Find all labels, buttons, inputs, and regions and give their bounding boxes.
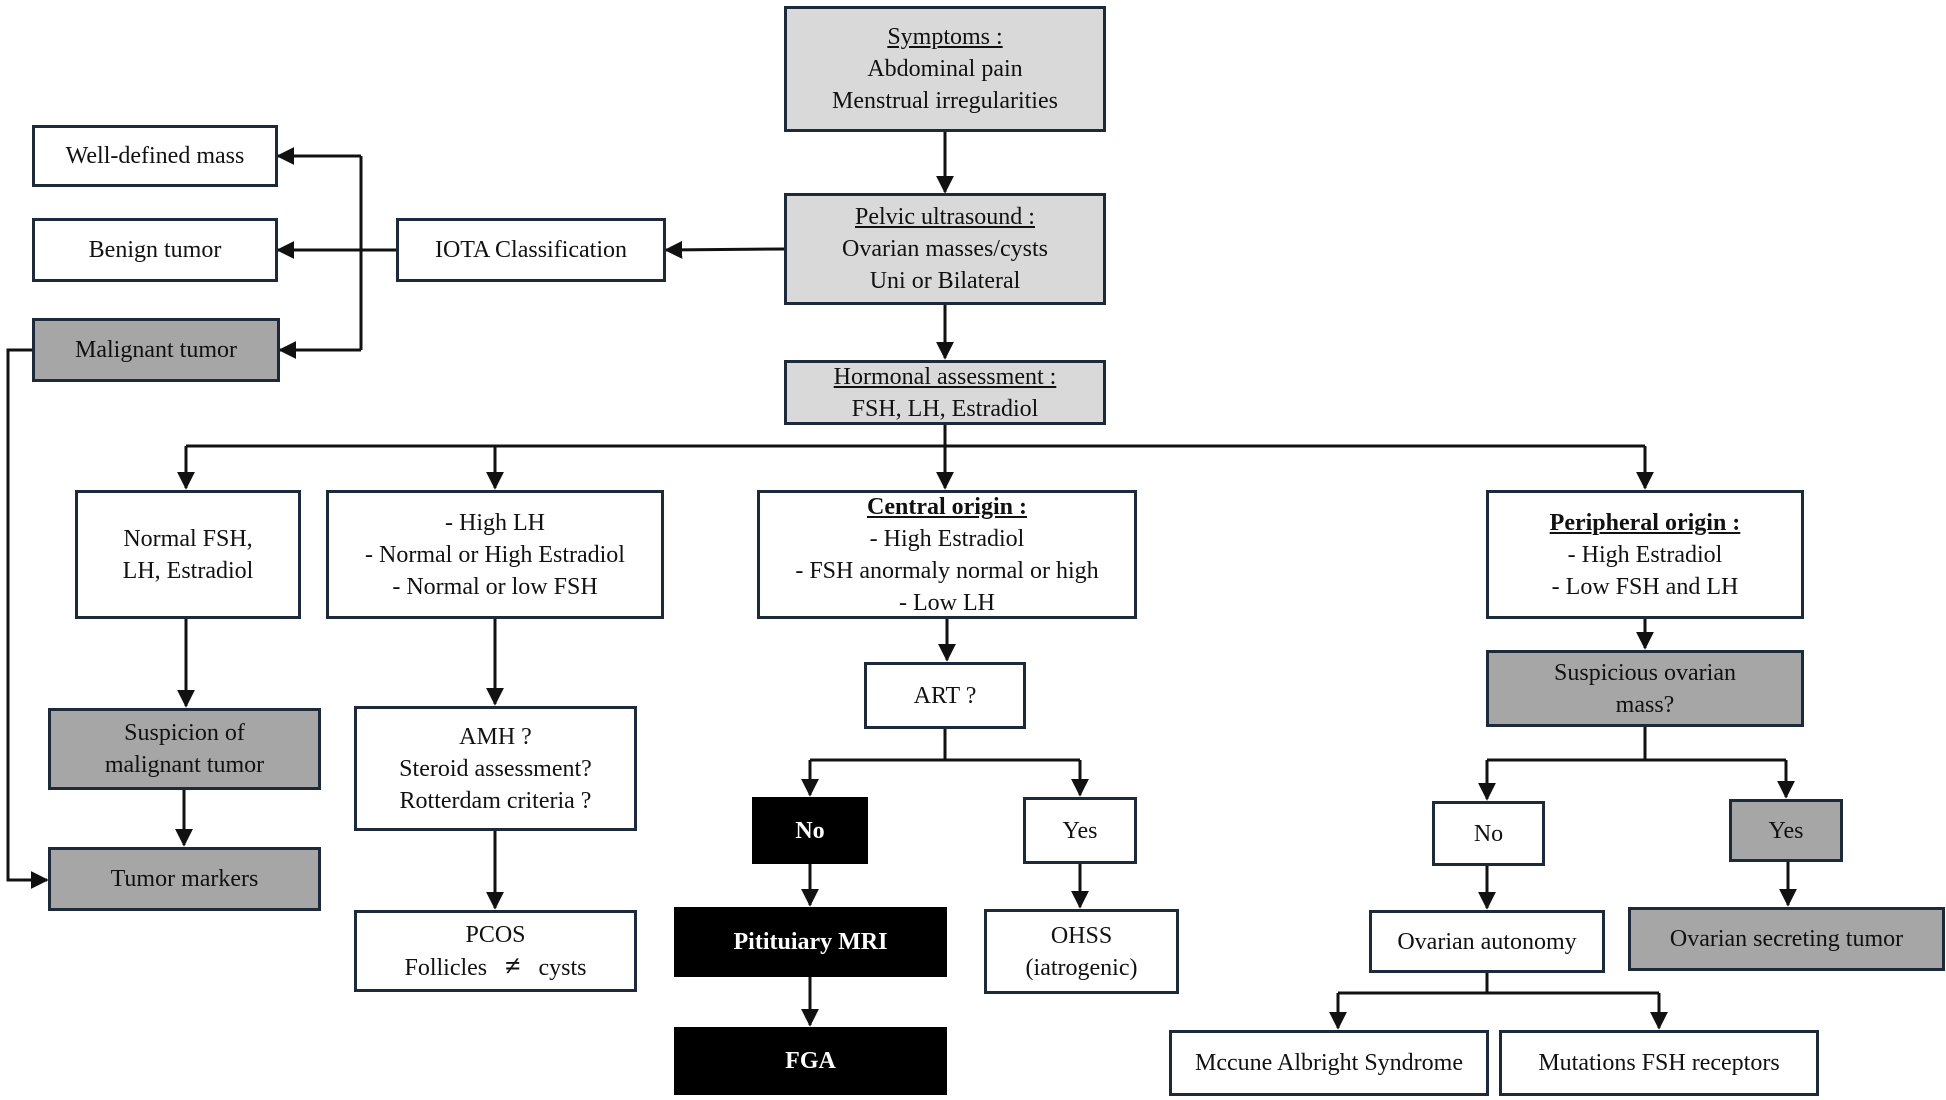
pcos-cysts: cysts [538, 954, 587, 981]
peripheral-line-2: - Low FSH and LH [1551, 573, 1739, 600]
amh-line-2: Steroid assessment? [399, 755, 592, 782]
suspicion-line-2: malignant tumor [104, 752, 265, 778]
tumor-markers-label: Tumor markers [110, 866, 259, 892]
peripheral-line-1: - High Estradiol [1567, 541, 1723, 568]
ohss-line-2: (iatrogenic) [1025, 954, 1138, 981]
central-no-box: No [752, 797, 868, 864]
ohss-line-1: OHSS [1050, 922, 1113, 949]
mutations-fsh-box: Mutations FSH receptors [1499, 1030, 1819, 1096]
symptoms-line-2: Menstrual irregularities [832, 88, 1058, 114]
central-line-1: - High Estradiol [869, 525, 1025, 552]
central-heading: Central origin : [867, 493, 1027, 520]
high-lh-line-3: - Normal or low FSH [392, 573, 598, 600]
symptoms-heading: Symptoms : [887, 24, 1003, 50]
art-box: ART ? [864, 662, 1026, 729]
symptoms-line-1: Abdominal pain [867, 56, 1023, 82]
normal-hormones-box: Normal FSH, LH, Estradiol [75, 490, 301, 619]
amh-line-1: AMH ? [459, 723, 532, 750]
symptoms-box: Symptoms : Abdominal pain Menstrual irre… [784, 6, 1106, 132]
not-equal-icon: ≠ [505, 950, 521, 982]
peripheral-no-label: No [1473, 820, 1504, 847]
ohss-box: OHSS (iatrogenic) [984, 909, 1179, 994]
ovarian-autonomy-label: Ovarian autonomy [1397, 928, 1577, 955]
peripheral-origin-box: Peripheral origin : - High Estradiol - L… [1486, 490, 1804, 619]
suspicion-line-1: Suspicion of [124, 720, 245, 746]
ovarian-autonomy-box: Ovarian autonomy [1369, 910, 1605, 973]
pituitary-mri-box: Pitituiary MRI [674, 907, 947, 977]
well-defined-mass-box: Well-defined mass [32, 125, 278, 187]
hormonal-assessment-box: Hormonal assessment : FSH, LH, Estradiol [784, 360, 1106, 425]
arrow-malignant-to-markers [6, 348, 49, 889]
high-lh-box: - High LH - Normal or High Estradiol - N… [326, 490, 664, 619]
normal-line-1: Normal FSH, [123, 525, 253, 552]
amh-line-3: Rotterdam criteria ? [399, 787, 592, 814]
central-line-2: - FSH anormaly normal or high [795, 557, 1099, 584]
high-lh-line-1: - High LH [445, 509, 545, 536]
central-yes-box: Yes [1023, 797, 1137, 864]
suspicious-line-2: mass? [1615, 691, 1675, 718]
suspicious-ovarian-mass-box: Suspicious ovarian mass? [1486, 650, 1804, 727]
pcos-follicles: Follicles [404, 954, 488, 981]
malignant-tumor-label: Malignant tumor [75, 337, 237, 363]
suspicious-line-1: Suspicious ovarian [1554, 659, 1736, 686]
normal-line-2: LH, Estradiol [122, 557, 254, 584]
iota-label: IOTA Classification [434, 237, 628, 263]
hormonal-heading: Hormonal assessment : [833, 363, 1057, 390]
mccune-albright-label: Mccune Albright Syndrome [1195, 1050, 1463, 1076]
central-line-3: - Low LH [899, 589, 995, 616]
pcos-line-1: PCOS [465, 921, 526, 948]
ultrasound-line-1: Ovarian masses/cysts [842, 236, 1048, 262]
pcos-box: PCOS Follicles ≠ cysts [354, 910, 637, 992]
benign-tumor-box: Benign tumor [32, 218, 278, 282]
tumor-markers-box: Tumor markers [48, 847, 321, 911]
pcos-line-2: Follicles ≠ cysts [404, 951, 586, 984]
suspicion-malignant-box: Suspicion of malignant tumor [48, 708, 321, 790]
mutations-fsh-label: Mutations FSH receptors [1538, 1050, 1780, 1076]
high-lh-line-2: - Normal or High Estradiol [365, 541, 625, 568]
art-label: ART ? [913, 682, 977, 709]
ovarian-secreting-tumor-label: Ovarian secreting tumor [1669, 926, 1904, 952]
hormonal-line-1: FSH, LH, Estradiol [851, 395, 1039, 422]
fga-label: FGA [785, 1048, 836, 1074]
benign-tumor-label: Benign tumor [88, 237, 222, 263]
iota-box: IOTA Classification [396, 218, 666, 282]
ovarian-secreting-tumor-box: Ovarian secreting tumor [1628, 907, 1945, 971]
ultrasound-heading: Pelvic ultrasound : [855, 204, 1035, 230]
central-origin-box: Central origin : - High Estradiol - FSH … [757, 490, 1137, 619]
central-no-label: No [795, 817, 825, 844]
peripheral-heading: Peripheral origin : [1549, 509, 1741, 536]
amh-box: AMH ? Steroid assessment? Rotterdam crit… [354, 706, 637, 831]
ultrasound-line-2: Uni or Bilateral [869, 268, 1021, 294]
pituitary-mri-label: Pitituiary MRI [733, 929, 888, 955]
malignant-tumor-box: Malignant tumor [32, 318, 280, 382]
well-defined-mass-label: Well-defined mass [65, 143, 245, 169]
peripheral-no-box: No [1432, 801, 1545, 866]
fga-box: FGA [674, 1027, 947, 1095]
mccune-albright-box: Mccune Albright Syndrome [1169, 1030, 1489, 1096]
arrow-ultrasound-to-iota [664, 240, 785, 259]
peripheral-yes-label: Yes [1768, 817, 1804, 844]
central-yes-label: Yes [1062, 817, 1098, 844]
peripheral-yes-box: Yes [1729, 799, 1843, 862]
ultrasound-box: Pelvic ultrasound : Ovarian masses/cysts… [784, 193, 1106, 305]
